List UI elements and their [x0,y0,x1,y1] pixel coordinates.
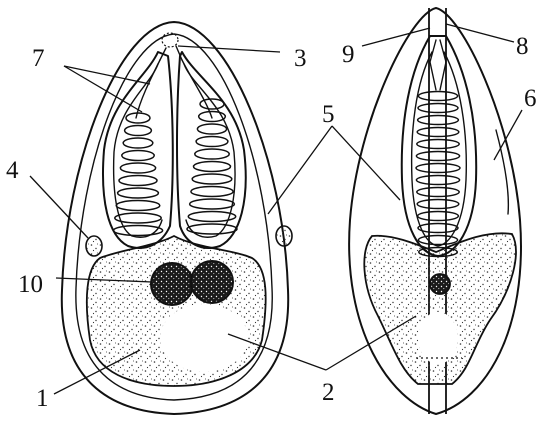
left-iodinophilous-vacuole [160,304,248,372]
label-9: 9 [342,41,355,68]
leader-7b [64,66,150,84]
leader-3 [178,46,280,52]
left-coil-a-9 [115,213,161,223]
right-coil-9 [417,188,459,197]
left-coil-b-8 [191,187,233,197]
label-3: 3 [294,45,307,72]
left-coil-a-4 [122,151,154,161]
leader-9 [362,28,430,46]
label-1: 1 [36,385,49,412]
left-nucleus-2 [191,261,233,303]
right-coil-10 [417,200,459,209]
left-spore [62,22,292,414]
label-7: 7 [32,45,45,72]
left-polar-filament-coils [113,99,237,236]
right-iodinophilous-vacuole [418,312,458,364]
right-coil-8 [416,176,459,185]
label-10: 10 [18,271,43,298]
leader-4 [30,176,88,238]
right-coil-7 [416,164,460,173]
left-coil-a-7 [118,188,159,198]
left-coil-b-4 [196,137,228,147]
label-8: 8 [516,33,529,60]
label-5: 5 [322,101,335,128]
left-appendage-left [86,236,102,256]
left-coil-b-11 [187,224,237,234]
left-coil-a-2 [125,126,152,136]
right-coil-2 [418,104,458,113]
label-4: 4 [6,157,19,184]
left-coil-a-8 [116,201,160,211]
left-coil-b-9 [190,199,235,209]
left-coil-a-3 [123,138,153,148]
left-coil-b-5 [195,149,229,159]
left-coil-b-3 [197,124,226,134]
right-coil-11 [418,212,459,221]
left-coil-b-7 [192,174,232,184]
right-spore [349,8,521,414]
left-nucleus-1 [151,263,193,305]
right-coil-3 [418,116,459,125]
leader-8 [446,24,514,42]
right-coil-12 [418,224,458,233]
right-coil-1 [418,92,457,101]
left-coil-a-10 [113,226,162,236]
left-appendage-right [276,226,292,246]
right-coil-6 [416,152,459,161]
left-coil-a-5 [120,163,155,173]
right-coil-13 [418,236,457,245]
left-coil-b-6 [194,162,231,172]
right-filament-tip-left [430,40,436,90]
left-coil-a-1 [126,113,150,123]
left-coil-a-6 [119,176,157,186]
label-2: 2 [322,379,335,406]
leader-5a [268,126,332,214]
label-6: 6 [524,85,537,112]
left-polar-capsule-right [177,52,246,248]
right-coil-5 [417,140,459,149]
right-nucleus [430,274,450,294]
right-coil-4 [417,128,459,137]
